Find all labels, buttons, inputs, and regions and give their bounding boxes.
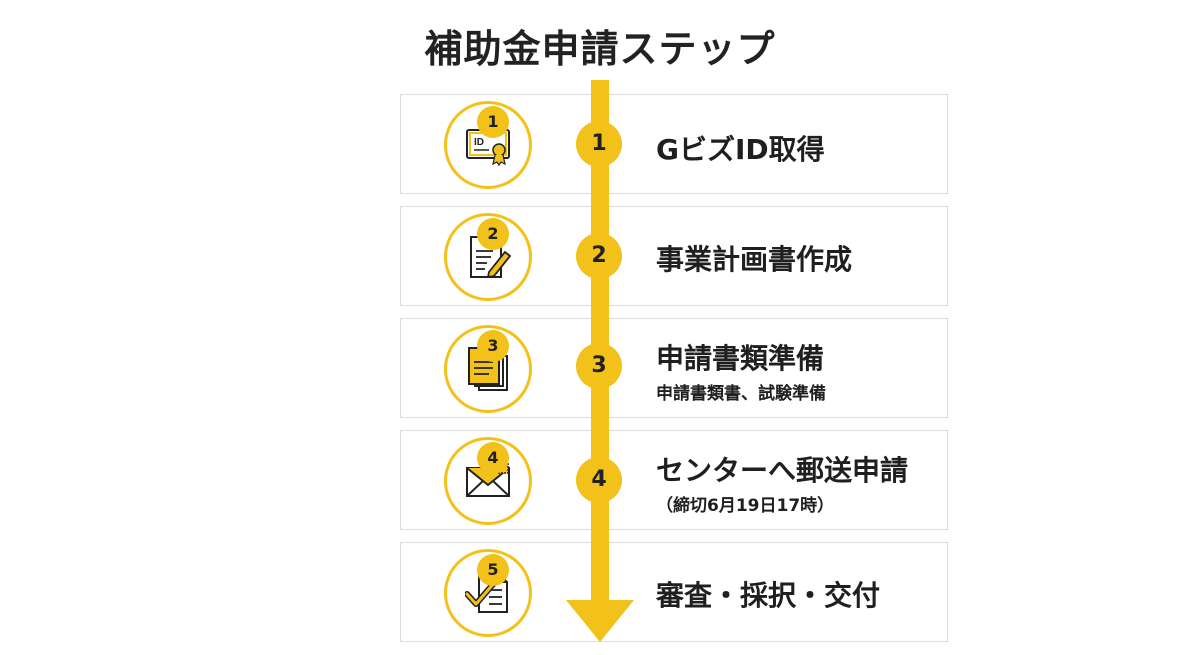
step-subtitle-4: （締切6月19日17時） bbox=[656, 496, 835, 516]
step-icon-circle-4: 4 bbox=[444, 437, 532, 525]
step-title-4: センターへ郵送申請 bbox=[656, 454, 909, 487]
step-row-5: 5 審査・採択・交付 bbox=[400, 542, 948, 642]
step-icon-circle-2: 2 bbox=[444, 213, 532, 301]
step-icon-badge-4: 4 bbox=[477, 442, 509, 474]
step-icon-circle-1: ID 1 bbox=[444, 101, 532, 189]
step-icon-badge-2: 2 bbox=[477, 218, 509, 250]
step-row-1: ID 1 GビズID取得 bbox=[400, 94, 948, 194]
step-icon-badge-1: 1 bbox=[477, 106, 509, 138]
step-icon-badge-5: 5 bbox=[477, 554, 509, 586]
step-text-2: 事業計画書作成 bbox=[656, 238, 939, 278]
step-icon-circle-3: 3 bbox=[444, 325, 532, 413]
step-row-2: 2 事業計画書作成 bbox=[400, 206, 948, 306]
step-subtitle-3: 申請書類書、試験準備 bbox=[656, 384, 826, 404]
step-number-4: 4 bbox=[576, 457, 622, 503]
step-icon-badge-3: 3 bbox=[477, 330, 509, 362]
step-number-1: 1 bbox=[576, 121, 622, 167]
step-number-3: 3 bbox=[576, 343, 622, 389]
step-row-3: 3 申請書類準備 申請書類書、試験準備 bbox=[400, 318, 948, 418]
step-icon-circle-5: 5 bbox=[444, 549, 532, 637]
step-text-4: センターへ郵送申請 （締切6月19日17時） bbox=[656, 449, 939, 516]
step-title-5: 審査・採択・交付 bbox=[656, 579, 881, 612]
step-title-3: 申請書類準備 bbox=[656, 342, 825, 375]
page-title: 補助金申請ステップ bbox=[424, 27, 776, 71]
step-text-3: 申請書類準備 申請書類書、試験準備 bbox=[656, 337, 939, 404]
svg-text:ID: ID bbox=[474, 137, 484, 148]
step-text-5: 審査・採択・交付 bbox=[656, 574, 939, 614]
step-row-4: 4 センターへ郵送申請 （締切6月19日17時） bbox=[400, 430, 948, 530]
step-number-2: 2 bbox=[576, 233, 622, 279]
step-title-2: 事業計画書作成 bbox=[656, 243, 853, 276]
step-text-1: GビズID取得 bbox=[656, 128, 939, 168]
step-title-1: GビズID取得 bbox=[656, 133, 825, 166]
